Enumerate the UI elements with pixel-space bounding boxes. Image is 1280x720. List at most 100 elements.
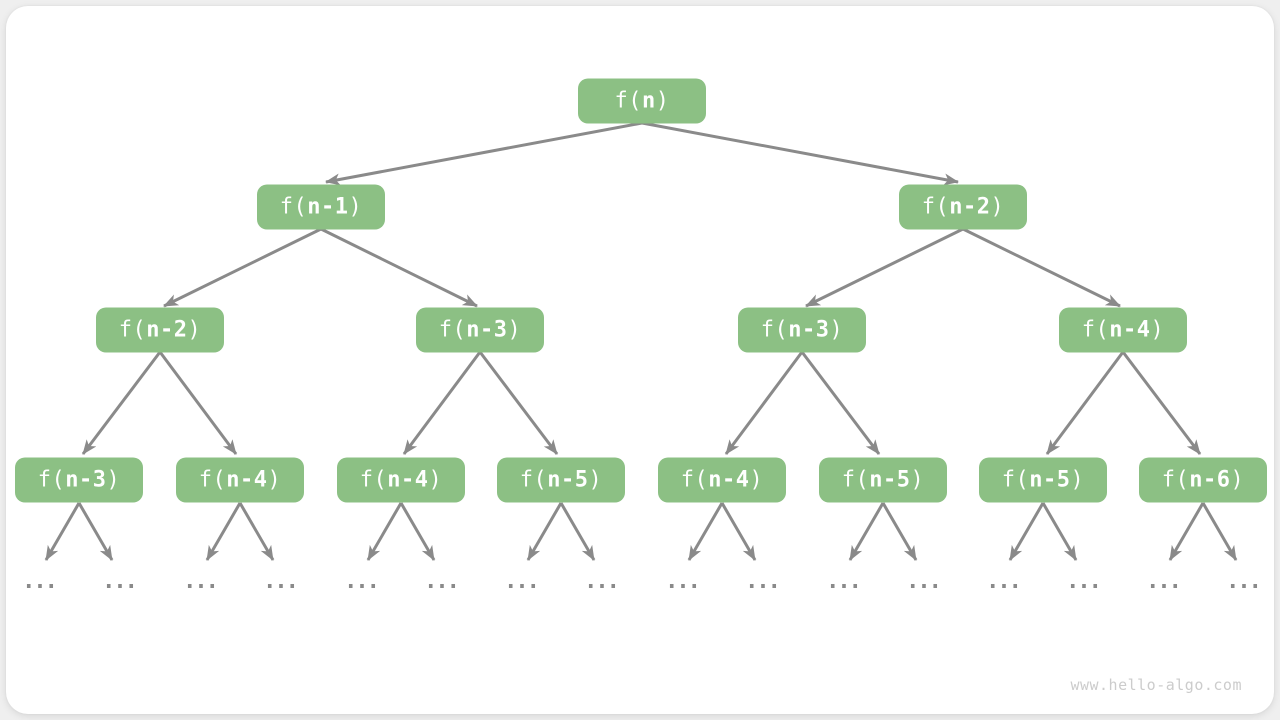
node-label: ): [428, 467, 443, 493]
node-param: n-2: [146, 317, 188, 343]
node-param: n-1: [307, 194, 349, 220]
node-param: n-3: [466, 317, 508, 343]
edge-arrow: [720, 502, 757, 561]
tree-node: f(n-4): [1059, 307, 1187, 353]
edge-arrow: [800, 351, 881, 455]
node-label: f(: [1001, 467, 1030, 493]
node-label: f(: [438, 317, 467, 343]
ellipsis-node: ...: [826, 569, 862, 594]
ellipsis-node: ...: [344, 569, 380, 594]
node-label: ): [267, 467, 282, 493]
node-param: n-4: [226, 467, 268, 493]
node-label: ): [588, 467, 603, 493]
ellipsis-node: ...: [424, 569, 460, 594]
tree-node: f(n-2): [899, 184, 1027, 230]
node-param: n-5: [869, 467, 911, 493]
node-label: f(: [279, 194, 308, 220]
edge-arrow: [81, 351, 162, 455]
edge-arrow: [805, 227, 964, 308]
node-param: n-4: [1109, 317, 1151, 343]
node-label: ): [106, 467, 121, 493]
edge-arrow: [1041, 502, 1078, 561]
node-label: ): [507, 317, 522, 343]
node-label: f(: [841, 467, 870, 493]
edge-arrow: [641, 121, 959, 186]
edge-arrow: [1168, 502, 1205, 561]
edge-arrow: [687, 502, 724, 561]
ellipsis-node: ...: [504, 569, 540, 594]
edge-arrow: [399, 502, 436, 561]
node-label: ): [655, 88, 670, 114]
edge-arrow: [366, 502, 403, 561]
edge-arrow: [77, 502, 114, 561]
ellipsis-node: ...: [1226, 569, 1262, 594]
ellipsis-node: ...: [986, 569, 1022, 594]
ellipsis-node: ...: [584, 569, 620, 594]
node-label: ): [749, 467, 764, 493]
tree-node: f(n-3): [738, 307, 866, 353]
tree-node: f(n-3): [416, 307, 544, 353]
node-label: ): [1230, 467, 1245, 493]
node-label: f(: [1161, 467, 1190, 493]
edge-arrow: [559, 502, 596, 561]
node-label: f(: [118, 317, 147, 343]
edge-arrow: [158, 351, 238, 455]
edge-arrow: [848, 502, 885, 561]
node-param: n-5: [1029, 467, 1071, 493]
tree-node: f(n-4): [176, 457, 304, 503]
edge-arrow: [1121, 351, 1202, 455]
node-param: n-3: [788, 317, 830, 343]
node-label: f(: [921, 194, 950, 220]
node-label: f(: [519, 467, 548, 493]
edge-arrow: [238, 502, 275, 561]
node-param: n-5: [547, 467, 589, 493]
edge-arrow: [320, 227, 478, 308]
tree-node: f(n-5): [979, 457, 1107, 503]
edge-arrow: [325, 121, 643, 186]
node-label: ): [990, 194, 1005, 220]
node-label: ): [348, 194, 363, 220]
node-label: ): [1070, 467, 1085, 493]
tree-node: f(n-1): [257, 184, 385, 230]
node-param: n-6: [1189, 467, 1231, 493]
tree-node: f(n-4): [658, 457, 786, 503]
edge-arrow: [163, 227, 322, 308]
node-label: f(: [614, 88, 642, 114]
node-label: ): [187, 317, 202, 343]
edge-arrow: [478, 351, 559, 455]
tree-node: f(n-2): [96, 307, 224, 353]
edge-arrow: [881, 502, 918, 561]
tree-node: f(n-3): [15, 457, 143, 503]
tree-node: f(n): [578, 78, 706, 124]
node-label: f(: [680, 467, 709, 493]
node-param: n-2: [949, 194, 991, 220]
node-label: ): [829, 317, 844, 343]
tree-node: f(n-6): [1139, 457, 1267, 503]
edge-arrow: [526, 502, 563, 561]
node-label: f(: [37, 467, 66, 493]
edge-arrow: [402, 351, 482, 455]
node-label: ): [1150, 317, 1165, 343]
edge-arrow: [1045, 351, 1125, 455]
ellipsis-node: ...: [102, 569, 138, 594]
ellipsis-node: ...: [745, 569, 781, 594]
node-label: f(: [198, 467, 227, 493]
watermark: www.hello-algo.com: [1070, 676, 1242, 694]
node-param: n-3: [65, 467, 107, 493]
node-label: f(: [359, 467, 388, 493]
edge-arrow: [962, 227, 1121, 308]
edge-arrow: [1008, 502, 1045, 561]
ellipsis-node: ...: [665, 569, 701, 594]
node-param: n-4: [708, 467, 750, 493]
ellipsis-node: ...: [22, 569, 58, 594]
tree-node: f(n-4): [337, 457, 465, 503]
tree-node: f(n-5): [819, 457, 947, 503]
ellipsis-node: ...: [1146, 569, 1182, 594]
node-label: f(: [760, 317, 789, 343]
node-label: ): [910, 467, 925, 493]
ellipsis-node: ...: [906, 569, 942, 594]
edge-arrow: [205, 502, 242, 561]
edge-arrow: [1201, 502, 1238, 561]
edge-arrow: [724, 351, 804, 455]
